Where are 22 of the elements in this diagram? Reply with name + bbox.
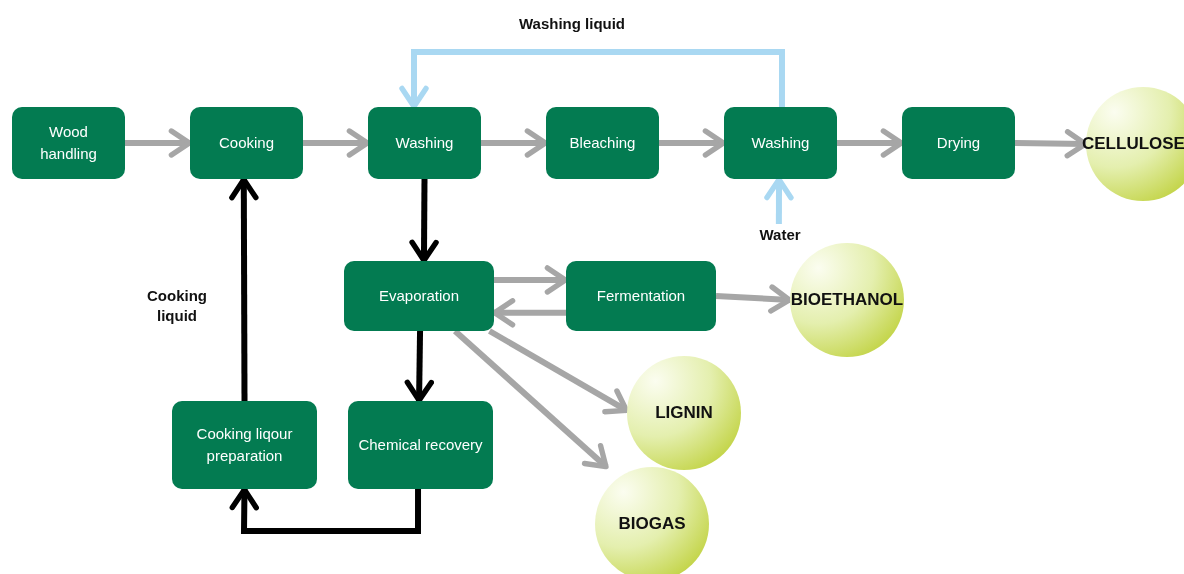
- product-label: LIGNIN: [655, 403, 713, 423]
- flow-arrow: [453, 328, 609, 470]
- flow-arrow: [399, 49, 785, 110]
- process-box: Cooking: [190, 107, 303, 179]
- flow-arrow: [229, 176, 259, 401]
- flow-arrow: [764, 176, 794, 224]
- process-box: Chemical recovery: [348, 401, 493, 489]
- product-label: BIOGAS: [618, 514, 686, 534]
- process-box: Bleaching: [546, 107, 659, 179]
- process-box: Washing: [724, 107, 837, 179]
- process-box: Drying: [902, 107, 1015, 179]
- process-box: Wood handling: [12, 107, 125, 179]
- input-label: Water: [752, 224, 808, 244]
- flow-arrow: [404, 330, 434, 404]
- product-label: CELLULOSE: [1082, 134, 1184, 154]
- process-box: Cooking liqour preparation: [172, 401, 317, 489]
- process-box: Washing: [368, 107, 481, 179]
- process-box: Fermentation: [566, 261, 716, 331]
- flow-arrow: [229, 486, 422, 534]
- process-box: Evaporation: [344, 261, 494, 331]
- flow-arrow: [409, 178, 439, 264]
- product-label: BIOETHANOL: [790, 290, 904, 310]
